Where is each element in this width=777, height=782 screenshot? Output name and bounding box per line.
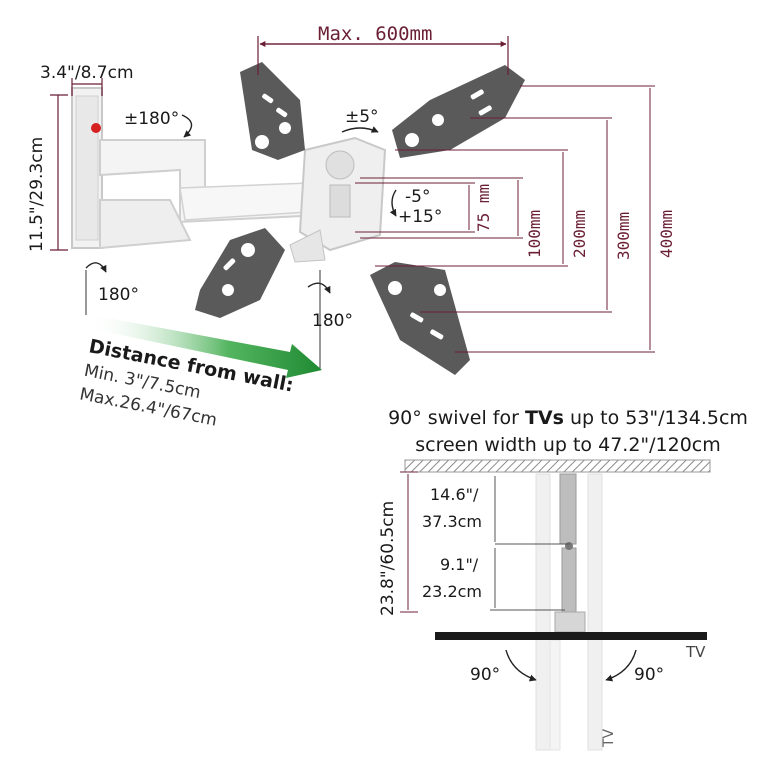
vesa-400-label: 400mm bbox=[657, 210, 676, 258]
vesa-300-label: 300mm bbox=[614, 212, 633, 260]
plate-top-left bbox=[240, 62, 305, 160]
overall-depth-label: 23.8"/60.5cm bbox=[378, 501, 398, 616]
width-max-dimension: Max. 600mm bbox=[257, 23, 509, 75]
swivel-90-left: 90° bbox=[470, 649, 537, 685]
swivel-90-right-label: 90° bbox=[634, 665, 664, 685]
level-adjust-label: ±5° bbox=[345, 107, 379, 127]
indicator-dot bbox=[91, 123, 101, 133]
rotate-180-label: ±180° bbox=[124, 109, 179, 129]
rotate-180-top: ±180° bbox=[124, 109, 193, 138]
level-adjust: ±5° bbox=[341, 107, 379, 133]
swivel-caption-line2: screen width up to 47.2"/120cm bbox=[415, 434, 721, 456]
swivel-right: 180° bbox=[307, 270, 353, 370]
swivel-left: 180° bbox=[85, 262, 139, 315]
vesa-100-label: 100mm bbox=[525, 210, 544, 258]
plate-bottom-right bbox=[370, 262, 470, 375]
wall-plate-height-label: 11.5"/29.3cm bbox=[27, 137, 47, 252]
arm2-inch: 9.1"/ bbox=[440, 555, 479, 574]
swivel-90-right: 90° bbox=[605, 649, 664, 685]
plate-bottom-left bbox=[195, 228, 285, 318]
tv-label-rotated: TV bbox=[601, 728, 617, 748]
vesa-200-label: 200mm bbox=[570, 210, 589, 258]
swing-arm bbox=[99, 139, 339, 250]
wall-surface bbox=[404, 459, 711, 473]
vesa-adapter bbox=[289, 136, 387, 263]
wall-plate-width-label: 3.4"/8.7cm bbox=[40, 63, 134, 83]
swivel-left-label: 180° bbox=[98, 285, 139, 305]
vesa-dimensions: 75 mm 100mm 200mm 300mm 400mm bbox=[355, 85, 676, 353]
swivel-right-label: 180° bbox=[312, 311, 353, 331]
wall-plate-width-dimension: 3.4"/8.7cm bbox=[40, 63, 134, 96]
width-max-label: Max. 600mm bbox=[318, 23, 432, 45]
overall-depth-dimension: 23.8"/60.5cm bbox=[378, 471, 418, 616]
wall-plate bbox=[71, 87, 103, 249]
tilt-range: -5° +15° bbox=[389, 187, 442, 227]
distance-arrow bbox=[88, 315, 322, 378]
rotated-arm-ghosts bbox=[535, 473, 603, 751]
arm1-inch: 14.6"/ bbox=[430, 485, 479, 504]
plate-top-right bbox=[392, 65, 525, 158]
swivel-caption-line1: 90° swivel for TVs up to 53"/134.5cm bbox=[388, 407, 748, 429]
tilt-down-label: -5° bbox=[405, 187, 430, 207]
tv-label: TV bbox=[685, 643, 706, 661]
wall-plate-height-dimension: 11.5"/29.3cm bbox=[27, 94, 68, 252]
arm1-cm: 37.3cm bbox=[422, 512, 482, 531]
swivel-90-left-label: 90° bbox=[470, 665, 500, 685]
swivel-caption: 90° swivel for TVs up to 53"/134.5cm scr… bbox=[388, 407, 748, 456]
vesa-75-label: 75 mm bbox=[474, 184, 493, 232]
top-view-arm bbox=[554, 473, 586, 633]
arm2-cm: 23.2cm bbox=[422, 582, 482, 601]
arm-dimensions: 14.6"/ 37.3cm 9.1"/ 23.2cm bbox=[422, 476, 570, 611]
tilt-up-label: +15° bbox=[398, 207, 442, 227]
tv-panel bbox=[435, 632, 707, 640]
